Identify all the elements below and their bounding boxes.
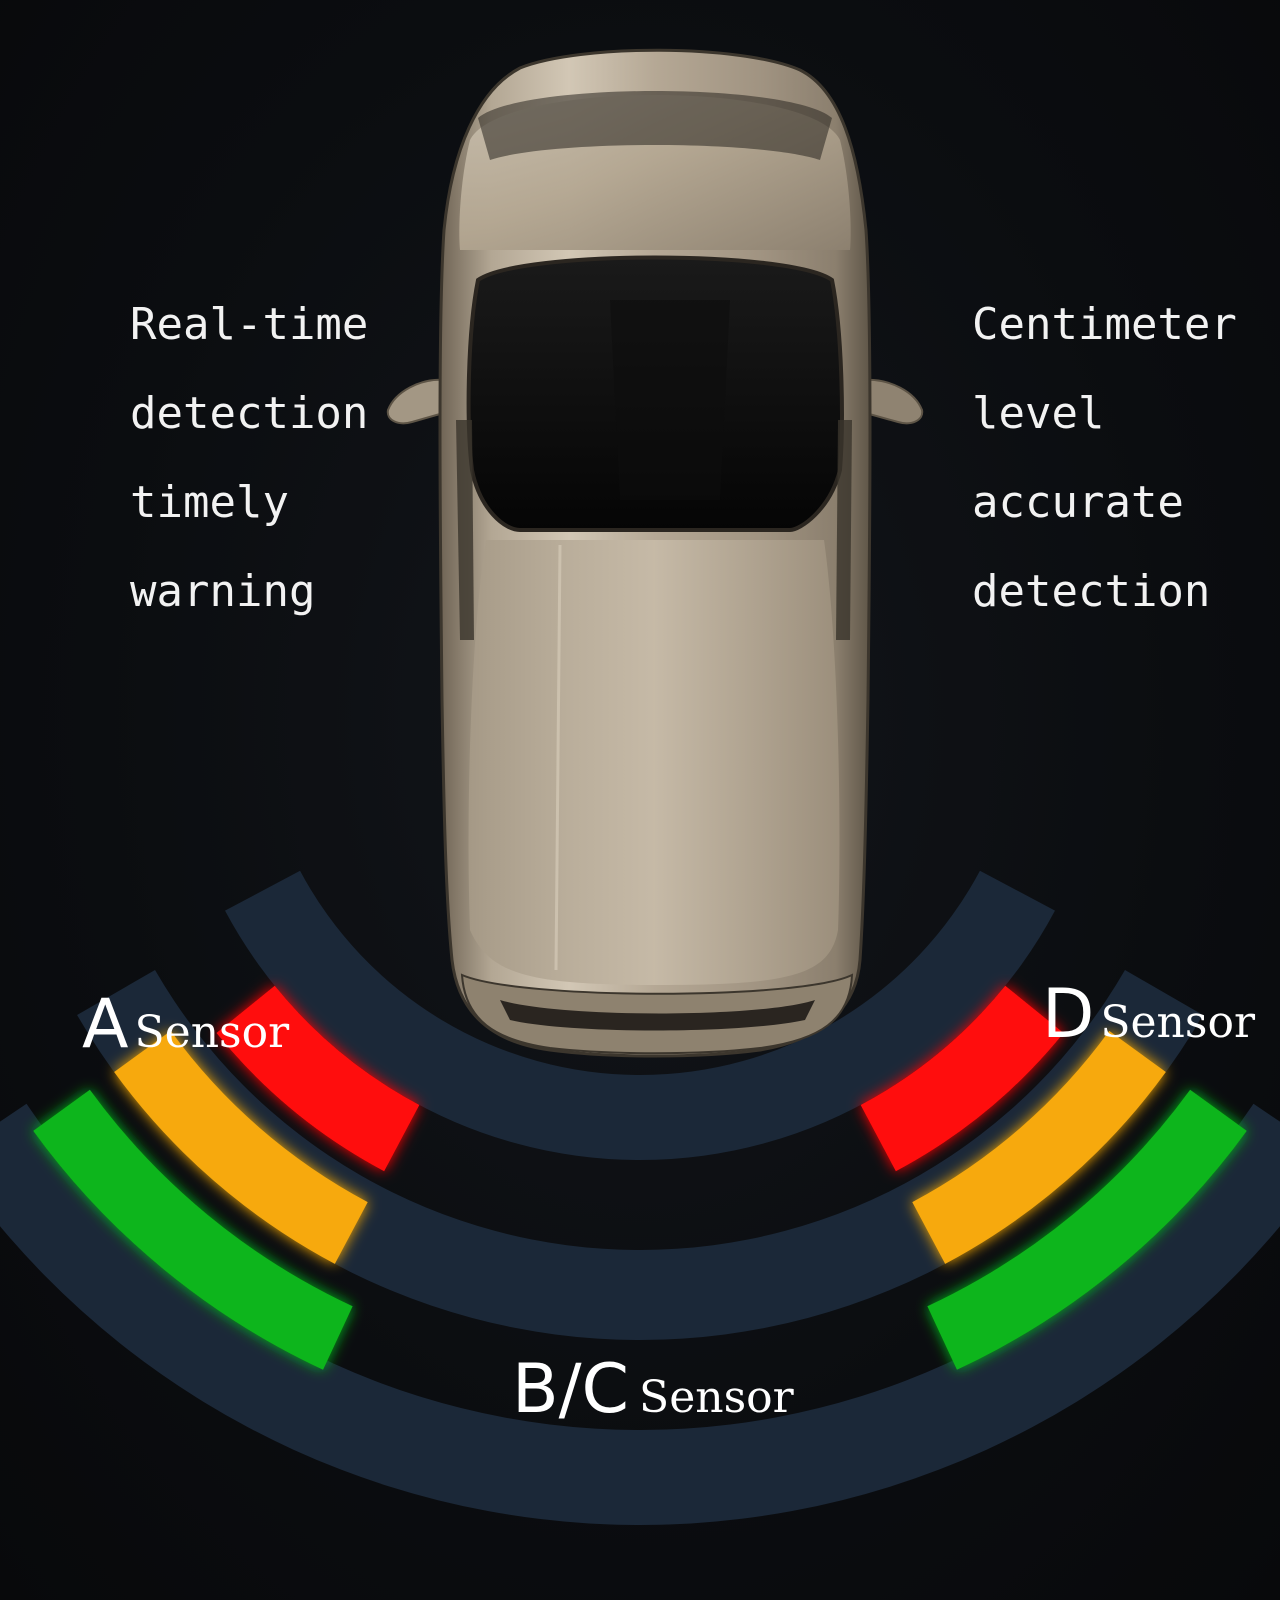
- right-feature-line: accurate: [972, 477, 1184, 528]
- zone-far-left: [33, 1089, 353, 1370]
- distance-zones: [33, 985, 1247, 1370]
- left-feature-line: warning: [130, 566, 316, 617]
- car-hood: [468, 540, 840, 985]
- left-feature-text: Real-time detection timely warning: [130, 280, 368, 636]
- left-feature-line: timely: [130, 477, 289, 528]
- right-feature-line: Centimeter: [972, 299, 1237, 350]
- front-grille: [500, 1000, 815, 1031]
- sensor-d-word: Sensor: [1100, 997, 1255, 1048]
- sensor-bc-letter: B/C: [512, 1350, 630, 1429]
- left-feature-line: detection: [130, 388, 369, 439]
- detection-band-outer: [0, 1103, 1280, 1526]
- detection-band-middle: [77, 970, 1203, 1340]
- zone-mid-left: [114, 1030, 368, 1264]
- hood-crease: [554, 544, 562, 971]
- right-mirror: [861, 378, 924, 425]
- zone-mid-right: [912, 1030, 1166, 1264]
- right-feature-text: Centimeter level accurate detection: [972, 280, 1237, 636]
- right-feature-line: detection: [972, 566, 1211, 617]
- right-feature-line: level: [972, 388, 1105, 439]
- left-side-window: [456, 420, 474, 640]
- rear-glass: [478, 91, 832, 160]
- right-side-window: [836, 420, 852, 640]
- glass-reflection: [610, 300, 730, 500]
- sensor-a-letter: A: [82, 985, 129, 1064]
- zone-near-left: [216, 985, 420, 1172]
- sensor-a-word: Sensor: [134, 1007, 290, 1058]
- sensor-bc-word: Sensor: [639, 1372, 794, 1423]
- left-mirror: [386, 378, 449, 425]
- left-feature-line: Real-time: [130, 299, 369, 350]
- detection-band-inner: [225, 870, 1055, 1160]
- zone-near-right: [860, 985, 1064, 1172]
- zone-far-right: [927, 1089, 1247, 1370]
- detection-bands: [0, 870, 1280, 1526]
- sensor-d-letter: D: [1042, 975, 1095, 1054]
